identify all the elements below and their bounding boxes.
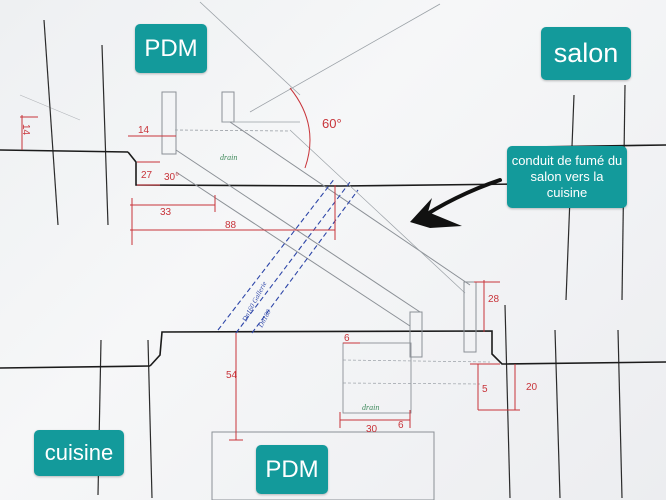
drain-label: drain <box>362 403 379 412</box>
wall-line <box>43 19 59 226</box>
conduit-label: conduit de fumé du salon vers la cuisine <box>507 146 627 208</box>
blue-duct-line <box>217 177 336 331</box>
flue-pipe-edge <box>289 129 466 294</box>
dim-88: 88 <box>225 220 237 231</box>
blue-duct-line <box>251 189 359 334</box>
floor-line <box>0 365 151 369</box>
pdm-outline <box>211 431 435 500</box>
flue-pipe-edge <box>175 149 421 313</box>
floor-line <box>149 330 666 367</box>
pencil-line <box>342 382 481 385</box>
wall-line <box>504 304 511 499</box>
floor-line <box>0 149 129 153</box>
drain-box <box>342 342 412 414</box>
wall-line <box>617 329 623 499</box>
dim-60-angle: 60° <box>322 116 342 131</box>
salon-label: salon <box>541 27 631 80</box>
duct-label: Dn180 <box>256 308 273 330</box>
dim-30-bottom: 30 <box>366 424 378 435</box>
dim-20: 20 <box>526 382 538 393</box>
red-dimensions <box>20 87 520 441</box>
pencil-line <box>342 359 491 363</box>
dim-30-angle: 30° <box>164 172 179 183</box>
dim-28: 28 <box>488 294 500 305</box>
dim-6: 6 <box>344 333 350 344</box>
pencil-line <box>199 1 301 96</box>
chimney-outline <box>221 91 235 123</box>
chimney-outline <box>161 91 177 155</box>
pencil-line <box>174 129 291 132</box>
dim-14-left: 14 <box>20 124 31 136</box>
pdm-bottom-label: PDM <box>256 445 328 494</box>
floor-line <box>127 151 521 187</box>
dim-5: 5 <box>482 384 488 395</box>
flue-pipe-edge <box>175 171 411 327</box>
wall-line <box>554 329 561 499</box>
chimney-outline <box>409 311 423 358</box>
cuisine-label: cuisine <box>34 430 124 476</box>
chimney-outline <box>463 281 477 353</box>
pdm-top-label: PDM <box>135 24 207 73</box>
drain-label: drain <box>220 153 237 162</box>
dim-33: 33 <box>160 207 172 218</box>
dim-6-bottom: 6 <box>398 420 404 431</box>
dim-54: 54 <box>226 370 238 381</box>
wall-line <box>101 44 109 226</box>
dim-27: 27 <box>141 170 153 181</box>
dim-14: 14 <box>138 125 150 136</box>
arrow-head-icon <box>410 198 462 228</box>
flue-pipe-edge <box>229 121 471 286</box>
pencil-line <box>249 3 441 113</box>
